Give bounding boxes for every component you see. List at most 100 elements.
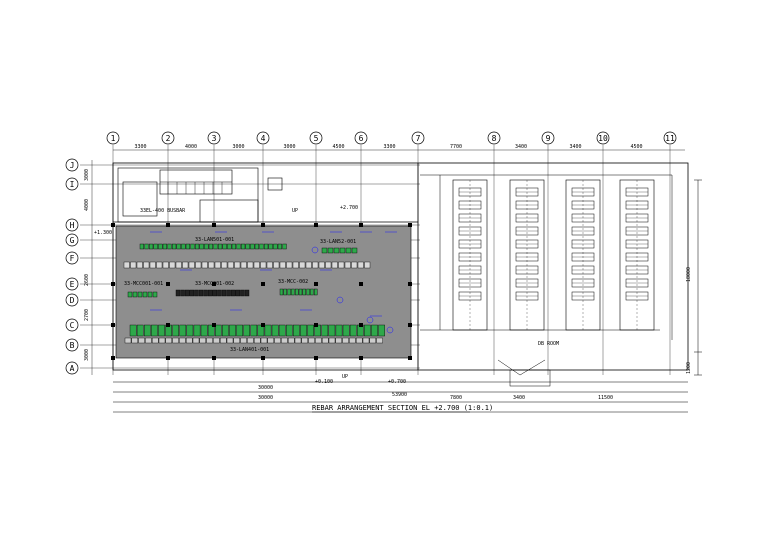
- row-bubble-I: [65, 177, 79, 191]
- switchgear-cabinet: [151, 324, 158, 337]
- switchgear-cabinet: [264, 324, 272, 337]
- switchgear-cabinet: [137, 291, 143, 298]
- switchgear-cabinet: [147, 291, 153, 298]
- switchgear-cabinet: [312, 261, 319, 269]
- switchgear-cabinet: [305, 261, 312, 269]
- switchgear-cabinet: [351, 261, 358, 269]
- switchgear-cabinet: [231, 243, 236, 250]
- switchgear-cabinet: [378, 324, 385, 337]
- structural-column: [261, 282, 265, 286]
- col-label-4: 4: [261, 134, 266, 143]
- switchgear-cabinet: [247, 261, 254, 269]
- switchgear-cabinet: [240, 261, 247, 269]
- switchgear-cabinet: [234, 261, 241, 269]
- switchgear-cabinet: [240, 337, 247, 344]
- switchgear-cabinet: [259, 243, 264, 250]
- row-label-C: C: [70, 321, 75, 330]
- callout-circle: [386, 326, 394, 334]
- col-bubble-11: [663, 131, 677, 145]
- transformer-bay: [565, 179, 601, 331]
- structural-column: [111, 356, 115, 360]
- switchgear-cabinet: [229, 324, 236, 337]
- switchgear-cabinet: [136, 324, 144, 337]
- switchgear-cabinet: [201, 261, 208, 269]
- switchgear-cabinet: [267, 337, 274, 344]
- cable-trays: [420, 174, 673, 387]
- switchgear-cabinet: [356, 337, 363, 344]
- switchgear-cabinet: [295, 288, 299, 296]
- switchgear-cabinet: [162, 243, 167, 250]
- switchgear-cabinet: [171, 243, 177, 250]
- switchgear-cabinet: [123, 261, 130, 269]
- switchgear-cabinet: [291, 288, 295, 296]
- switchgear-cabinet: [260, 261, 267, 269]
- switchgear-cabinet: [200, 324, 208, 337]
- switchgear-cabinet: [273, 243, 278, 250]
- overall-dim: 53900: [392, 392, 407, 398]
- label-panel-mid-b: 33-MCC001-002: [195, 281, 234, 287]
- switchgear-cabinet: [199, 337, 207, 344]
- bottom-dim-2: 7800: [450, 395, 462, 401]
- switchgear-cabinet: [333, 247, 340, 254]
- switchgear-cabinet: [247, 337, 254, 344]
- structural-column: [261, 223, 265, 227]
- level-left: +1.300: [94, 230, 112, 236]
- structural-column: [212, 356, 216, 360]
- switchgear-cabinet: [236, 243, 241, 250]
- switchgear-cabinet: [342, 324, 350, 337]
- col-bubble-6: [354, 131, 368, 145]
- switchgear-cabinet: [282, 243, 287, 250]
- col-dim-0: 3300: [134, 144, 146, 150]
- col-bubble-9: [541, 131, 555, 145]
- switchgear-cabinet: [286, 261, 293, 269]
- col-label-5: 5: [314, 134, 319, 143]
- row-dim-0: 3000: [84, 169, 90, 181]
- switchgear-cabinet: [328, 337, 336, 344]
- switchgear-cabinet: [286, 324, 293, 337]
- switchgear-cabinet: [322, 337, 329, 344]
- switchgear-cabinet: [145, 337, 152, 344]
- switchgear-cabinet: [172, 324, 180, 337]
- switchgear-cabinet: [273, 261, 280, 269]
- switchgear-cabinet: [195, 261, 202, 269]
- structural-columns: [111, 223, 412, 360]
- switchgear-cabinet: [179, 324, 187, 337]
- switchgear-cabinet: [158, 243, 163, 250]
- switchgear-cabinet: [357, 261, 364, 269]
- callout-circle: [311, 246, 319, 254]
- col-bubble-3: [207, 131, 221, 145]
- col-label-2: 2: [166, 134, 171, 143]
- row-label-J: J: [70, 161, 75, 170]
- structural-column: [111, 223, 115, 227]
- switchgear-cabinet: [158, 337, 166, 344]
- structural-column: [314, 356, 318, 360]
- switchgear-cabinet: [281, 337, 288, 344]
- switchgear-cabinet: [217, 289, 222, 297]
- structural-column: [261, 356, 265, 360]
- row-dim-4: 3000: [84, 349, 90, 361]
- structural-column: [359, 323, 363, 327]
- switchgear-cabinet: [175, 289, 181, 297]
- switchgear-cabinet: [264, 243, 269, 250]
- switchgear-cabinet: [364, 261, 371, 269]
- col-label-10: 10: [598, 134, 608, 143]
- switchgear-cabinet: [298, 288, 303, 296]
- switchgear-cabinet: [302, 288, 306, 296]
- switchgear-cabinet: [321, 247, 328, 254]
- right-dimension-line: [694, 179, 702, 376]
- label-panel-mid-c: 33-MCC-002: [278, 279, 308, 285]
- switchgear-cabinet: [271, 324, 279, 337]
- structural-column: [359, 282, 363, 286]
- switchgear-cabinet: [222, 243, 227, 250]
- switchgear-cabinet: [208, 261, 215, 269]
- switchgear-cabinet: [227, 243, 232, 250]
- switchgear-cabinet: [212, 289, 218, 297]
- upper-room-dividers: [167, 182, 223, 194]
- up-mark-top: UP: [292, 208, 298, 214]
- row-bubble-G: [65, 233, 79, 247]
- switchgear-cabinet: [254, 243, 259, 250]
- row-dim-2: 2600: [84, 274, 90, 286]
- row-label-E: E: [70, 280, 75, 289]
- switchgear-cabinet: [185, 243, 190, 250]
